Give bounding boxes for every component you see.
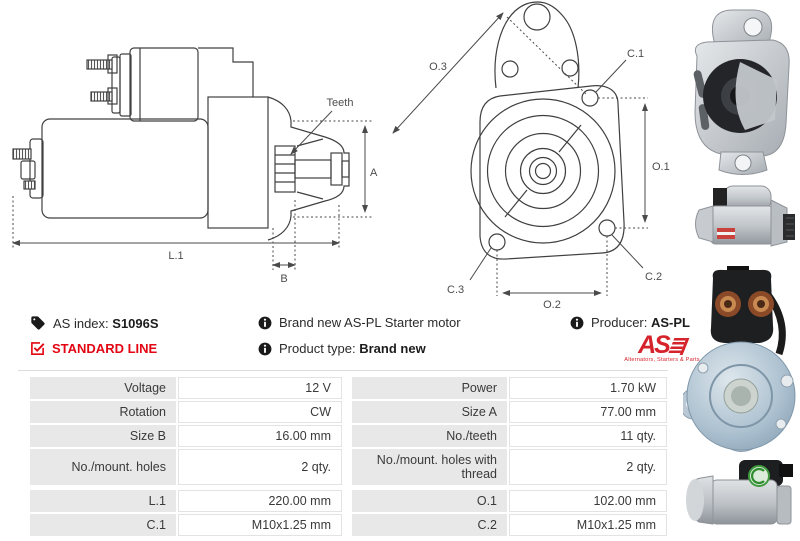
spec-value: 2 qty. — [178, 449, 342, 485]
product-photo-rear — [683, 266, 796, 452]
column-spacer — [344, 514, 350, 536]
info-icon — [570, 316, 584, 329]
starter-side-outline — [12, 47, 350, 241]
spec-value: 2 qty. — [509, 449, 667, 485]
side-view-technical-drawing: Teeth A L.1 B — [12, 47, 378, 285]
front-view-technical-drawing: O.3 C.1 O.1 C.2 C.3 O.2 — [392, 1, 670, 311]
checkbox-icon — [31, 342, 45, 355]
standard-line-text: STANDARD LINE — [52, 341, 158, 356]
spec-row-c1-c2: C.1 M10x1.25 mm C.2 M10x1.25 mm — [30, 514, 668, 536]
spec-value: M10x1.25 mm — [178, 514, 342, 536]
teeth-label: Teeth — [327, 97, 354, 109]
spec-row-sizeb-teeth: Size B 16.00 mm No./teeth 11 qty. — [30, 425, 668, 447]
spec-label: Rotation — [30, 401, 176, 423]
separator-line — [18, 370, 668, 371]
spec-label: Size B — [30, 425, 176, 447]
as-index-text: AS index: S1096S — [53, 315, 159, 331]
dim-c3-label: C.3 — [447, 284, 464, 296]
brand-new-text: Brand new AS-PL Starter motor — [279, 315, 461, 330]
aspl-logo-as: AS — [638, 331, 671, 359]
product-photo-front-angled — [693, 9, 790, 175]
brand-new-item: Brand new AS-PL Starter motor — [258, 315, 461, 330]
column-spacer — [344, 490, 350, 512]
side-view-dimension-lines — [12, 110, 372, 270]
spec-value: 220.00 mm — [178, 490, 342, 512]
product-type-text: Product type: Brand new — [279, 341, 426, 356]
producer-item: Producer: AS-PL — [570, 315, 690, 330]
dim-l1-label: L.1 — [168, 250, 183, 262]
spec-label: No./mount. holes — [30, 449, 176, 485]
dim-c1-label: C.1 — [627, 48, 644, 60]
aspl-logo: AS Alternators, Starters & Parts — [616, 331, 708, 364]
spec-table: Voltage 12 V Power 1.70 kW Rotation CW S… — [30, 377, 668, 538]
spec-label: C.1 — [30, 514, 176, 536]
spec-row-voltage-power: Voltage 12 V Power 1.70 kW — [30, 377, 668, 399]
spec-label: Size A — [352, 401, 507, 423]
aspl-logo-flag-icon — [667, 338, 690, 355]
spec-value: 11 qty. — [509, 425, 667, 447]
spec-label: C.2 — [352, 514, 507, 536]
spec-value: 77.00 mm — [509, 401, 667, 423]
aspl-logo-tagline: Alternators, Starters & Parts — [624, 357, 700, 363]
column-spacer — [344, 449, 350, 485]
dim-o2-label: O.2 — [543, 299, 561, 311]
product-photo-side — [695, 185, 795, 247]
spec-value: CW — [178, 401, 342, 423]
info-icon — [258, 342, 272, 355]
front-view-dimension-lines — [392, 12, 648, 296]
column-spacer — [344, 425, 350, 447]
spec-label: O.1 — [352, 490, 507, 512]
product-photo-side-left — [686, 460, 793, 525]
info-icon — [258, 316, 272, 329]
dim-c2-label: C.2 — [645, 271, 662, 283]
spec-value: 1.70 kW — [509, 377, 667, 399]
starter-front-outline — [470, 1, 625, 260]
spec-row-rotation-sizea: Rotation CW Size A 77.00 mm — [30, 401, 668, 423]
spec-label: L.1 — [30, 490, 176, 512]
spec-row-mount-holes: No./mount. holes 2 qty. No./mount. holes… — [30, 449, 668, 485]
spec-label: Power — [352, 377, 507, 399]
product-type-item: Product type: Brand new — [258, 341, 426, 356]
tag-icon — [31, 316, 45, 330]
spec-value: 102.00 mm — [509, 490, 667, 512]
spec-value: 16.00 mm — [178, 425, 342, 447]
product-type-value: Brand new — [359, 341, 426, 356]
dim-o3-label: O.3 — [429, 61, 447, 73]
producer-value: AS-PL — [651, 315, 690, 330]
spec-label: No./mount. holes with thread — [352, 449, 507, 485]
column-spacer — [344, 401, 350, 423]
spec-label: Voltage — [30, 377, 176, 399]
column-spacer — [344, 377, 350, 399]
as-index-value: S1096S — [112, 315, 159, 331]
dim-o1-label: O.1 — [652, 161, 670, 173]
spec-label: No./teeth — [352, 425, 507, 447]
as-index-item: AS index: S1096S — [30, 315, 159, 331]
dim-a-label: A — [370, 167, 378, 179]
producer-text: Producer: AS-PL — [591, 315, 690, 330]
standard-line-item: STANDARD LINE — [30, 341, 157, 356]
dim-b-label: B — [280, 273, 287, 285]
spec-value: M10x1.25 mm — [509, 514, 667, 536]
spec-value: 12 V — [178, 377, 342, 399]
spec-row-l1-o1: L.1 220.00 mm O.1 102.00 mm — [30, 490, 668, 512]
